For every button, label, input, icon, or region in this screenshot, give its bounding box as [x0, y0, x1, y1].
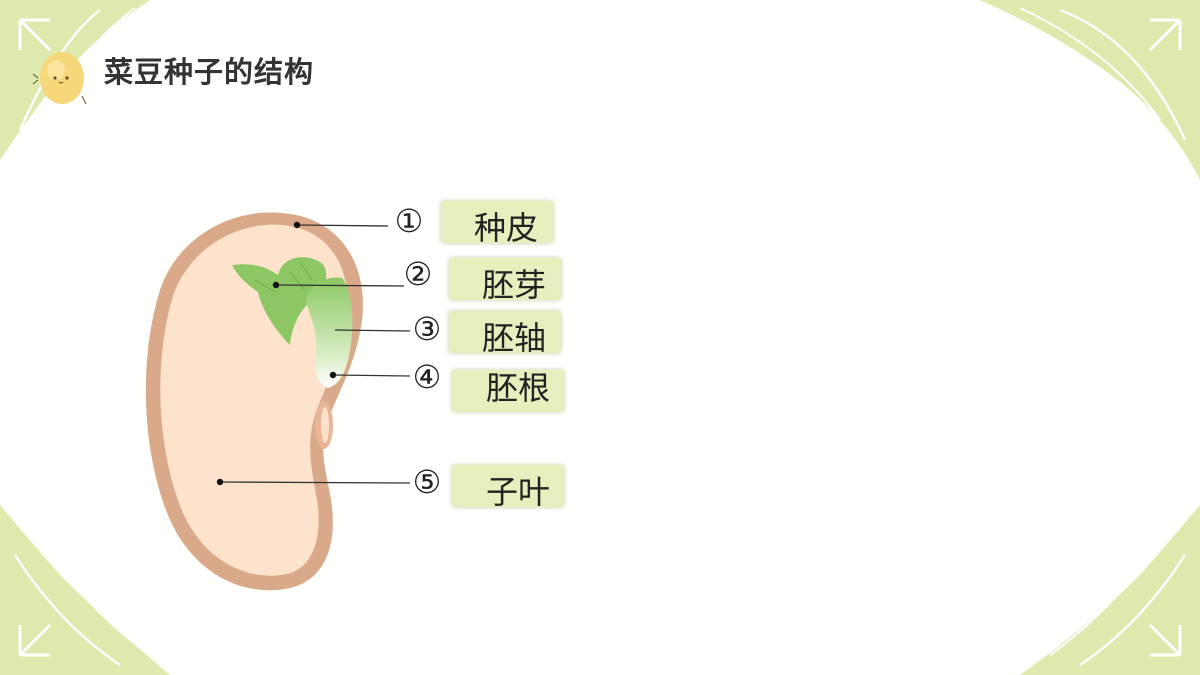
label-hypocotyl: 胚轴 [482, 319, 547, 357]
pointer-dot-4 [329, 371, 337, 379]
bean-mascot-icon [32, 52, 87, 105]
part-number-2: ② [403, 255, 433, 293]
leader-line-5 [219, 481, 411, 484]
pointer-dot-2 [272, 281, 280, 289]
part-number-4: ④ [412, 358, 442, 396]
label-seed-coat: 种皮 [474, 209, 539, 247]
pointer-dot-1 [293, 221, 301, 229]
label-box-radicle [452, 370, 564, 412]
label-cotyledon: 子叶 [486, 473, 551, 511]
label-plumule: 胚芽 [482, 266, 547, 304]
plumule-shape [232, 257, 327, 345]
label-box-seed-coat [441, 201, 553, 243]
corner-decoration-top-right [980, 0, 1200, 180]
corner-decoration-bottom-left [0, 505, 170, 675]
part-number-3: ③ [412, 310, 442, 348]
label-box-hypocotyl [449, 311, 561, 353]
part-number-5: ⑤ [412, 463, 442, 501]
leader-line-2 [275, 284, 405, 287]
pointer-dot-5 [216, 478, 224, 486]
corner-decoration-bottom-right [1020, 505, 1200, 675]
cotyledon-shape [160, 224, 348, 576]
label-radicle: 胚根 [486, 369, 551, 407]
page-title: 菜豆种子的结构 [104, 55, 315, 89]
leader-line-4 [332, 374, 411, 377]
hypocotyl-shape [306, 277, 353, 388]
label-box-cotyledon [452, 465, 564, 507]
label-box-plumule [449, 258, 561, 300]
part-number-1: ① [394, 202, 424, 240]
leader-line-3 [334, 329, 411, 332]
leader-line-1 [296, 224, 389, 227]
